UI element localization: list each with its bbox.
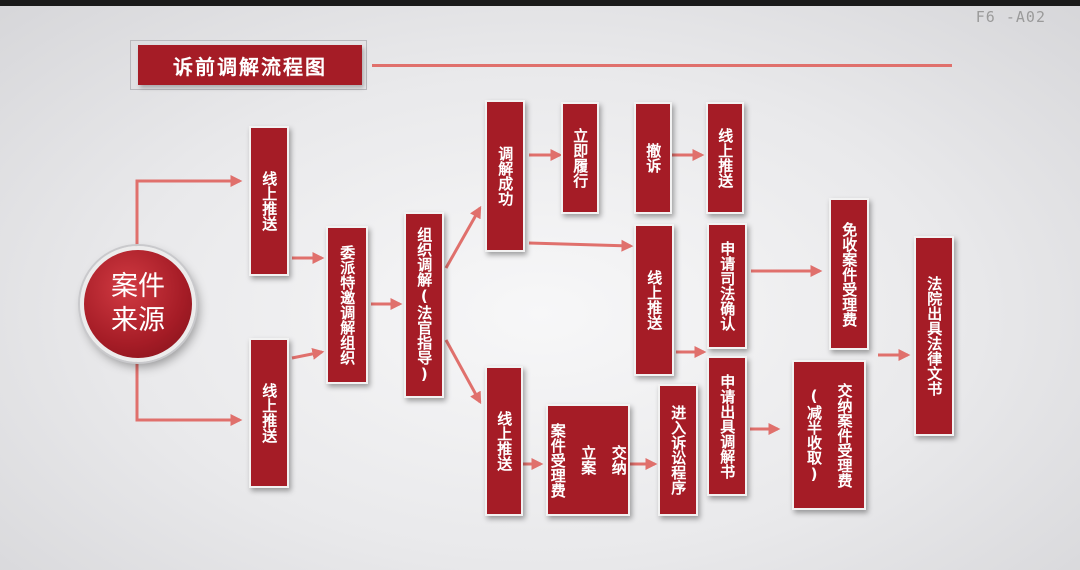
arrow-source-to-push-2: [135, 355, 243, 426]
node-entrust-mediation-org: 委派特邀调解组织: [326, 226, 368, 384]
case-source-line2: 来源: [111, 305, 165, 336]
case-source-circle: 案件 来源: [80, 246, 196, 362]
node-online-push-2: 线上推送: [249, 338, 289, 488]
video-top-bar: [0, 0, 1080, 6]
node-online-push-4: 线上推送: [634, 224, 674, 376]
node-mediation-success: 调解成功: [485, 100, 525, 252]
file-case-col-2: 交纳: [609, 445, 628, 475]
pay-fee-col-2: (减半收取): [805, 387, 823, 483]
node-online-push-3: 线上推送: [706, 102, 744, 214]
node-court-legal-document: 法院出具法律文书: [914, 236, 954, 436]
arrow-source-to-push-1: [135, 175, 243, 252]
pay-fee-col-1: 交纳案件受理费: [835, 382, 854, 488]
arrow-push-2-to-entrust: [291, 347, 325, 360]
node-mediation-document: 申请出具调解书: [707, 356, 747, 496]
title-rule: [372, 64, 952, 67]
node-file-case-pay-fee: 案件受理费 立案 交纳: [546, 404, 630, 516]
node-pay-half-fee: (减半收取) 交纳案件受理费: [792, 360, 866, 510]
case-source-line1: 案件: [111, 271, 165, 303]
node-withdraw-suit: 撤诉: [634, 102, 672, 214]
node-enter-litigation: 进入诉讼程序: [658, 384, 698, 516]
corner-label: F6 -A02: [975, 8, 1046, 26]
arrow-organize-to-success: [444, 205, 482, 269]
arrow-organize-to-push-5: [444, 339, 482, 405]
file-case-col-3: 案件受理费: [548, 422, 567, 498]
node-immediate-performance: 立即履行: [561, 102, 599, 214]
node-online-push-1: 线上推送: [249, 126, 289, 276]
page-title: 诉前调解流程图: [138, 45, 362, 85]
node-online-push-5: 线上推送: [485, 366, 523, 516]
file-case-col-1: 立案: [579, 445, 598, 475]
arrow-success-to-push-4: [528, 239, 634, 252]
title-frame: [130, 40, 367, 90]
node-fee-waiver: 免收案件受理费: [829, 198, 869, 350]
node-judicial-confirmation: 申请司法确认: [707, 223, 747, 349]
node-organize-mediation: 组织调解(法官指导): [404, 212, 444, 398]
